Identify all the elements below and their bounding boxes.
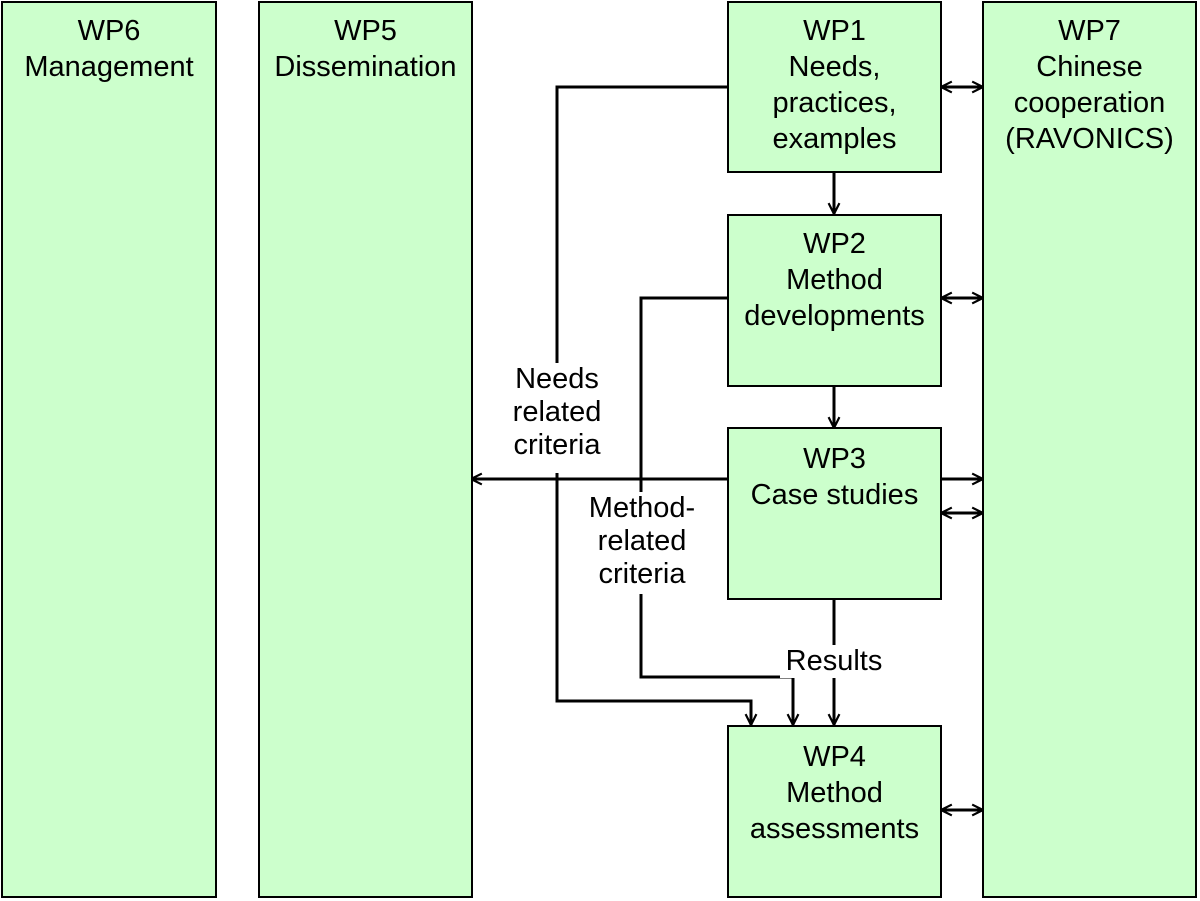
wp1-line-3: examples (772, 123, 897, 155)
wp4-line-2: assessments (749, 813, 920, 845)
wp2-line-2: developments (744, 300, 925, 332)
method-label-line-1: Method- (588, 492, 696, 524)
wp3-line-1: Case studies (750, 479, 919, 511)
method-label-line-3: criteria (598, 558, 686, 590)
wp7-line-1: Chinese (1036, 51, 1143, 83)
wp7-line-3: (RAVONICS) (1005, 123, 1174, 155)
wp3-case-studies-box: WP3 Case studies (727, 427, 942, 600)
arrow-wp2-method-criteria-to-wp4 (639, 296, 793, 725)
wp6-name: Management (24, 51, 194, 83)
wp3-title: WP3 (803, 443, 866, 475)
wp5-dissemination-box: WP5 Dissemination (258, 1, 473, 898)
wp7-line-2: cooperation (1013, 87, 1166, 119)
wp5-title: WP5 (334, 15, 397, 47)
needs-label-line-2: related (512, 396, 602, 428)
wp7-chinese-cooperation-box: WP7 Chinese cooperation (RAVONICS) (982, 1, 1197, 898)
wp2-method-developments-box: WP2 Method developments (727, 214, 942, 387)
wp4-line-1: Method (786, 777, 883, 809)
arrow-wp1-needs-criteria-to-wp4 (555, 85, 751, 725)
method-label-line-2: related (597, 525, 687, 557)
needs-related-criteria-label: Needs related criteria (497, 363, 617, 473)
wp1-line-2: practices, (772, 87, 897, 119)
needs-label-line-3: criteria (513, 429, 601, 461)
wp6-title: WP6 (77, 15, 141, 47)
wp4-method-assessments-box: WP4 Method assessments (727, 725, 942, 898)
wp1-line-1: Needs, (788, 51, 881, 83)
wp1-needs-box: WP1 Needs, practices, examples (727, 1, 942, 173)
wp7-title: WP7 (1058, 15, 1121, 47)
wp2-line-1: Method (786, 264, 883, 296)
wp1-title: WP1 (803, 15, 866, 47)
needs-label-line-1: Needs (515, 363, 599, 395)
results-label-text: Results (785, 645, 883, 677)
wp4-title: WP4 (803, 741, 866, 773)
results-label: Results (780, 645, 888, 678)
wp5-name: Dissemination (274, 51, 457, 83)
method-related-criteria-label: Method- related criteria (577, 492, 707, 594)
wp2-title: WP2 (803, 228, 866, 260)
wp6-management-box: WP6 Management (1, 1, 217, 898)
